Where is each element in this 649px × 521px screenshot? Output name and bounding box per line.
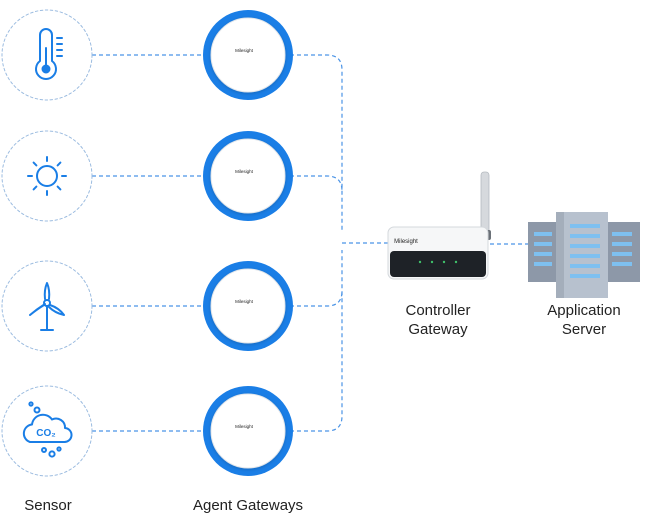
sensor-circle-sun — [1, 130, 93, 222]
agent-gateway-brand: Milesight — [235, 48, 254, 53]
agent-to-controller-line-1 — [290, 54, 343, 232]
agent-gateways-label: Agent Gateways — [192, 497, 304, 514]
application-server-label-line2: Server — [561, 321, 607, 338]
agent-to-controller-line-2 — [290, 175, 343, 192]
agent-gateways-column: Milesight Milesight Milesight Milesight — [203, 10, 293, 476]
co2-label: CO₂ — [36, 428, 55, 439]
sensor-circle-co2 — [1, 385, 93, 477]
controller-gateway-label-line2: Gateway — [408, 321, 468, 338]
sensor-column: CO₂ — [1, 9, 93, 477]
agent-gateway-3: Milesight — [203, 261, 293, 351]
sensor-circle-thermometer — [1, 9, 93, 101]
co2-cloud-icon — [22, 401, 73, 458]
agent-gateway-2: Milesight — [203, 131, 293, 221]
antenna-icon — [480, 171, 490, 235]
controller-gateway-brand: Milesight — [394, 239, 418, 245]
agent-gateway-brand: Milesight — [235, 299, 254, 304]
connection-lines — [92, 54, 528, 432]
application-server-label: Application Server — [522, 301, 646, 339]
agent-to-controller-line-4 — [290, 250, 343, 432]
sensor-circle-turbine — [1, 260, 93, 352]
application-server-label-line1: Application — [547, 302, 621, 319]
wind-turbine-icon — [29, 282, 65, 331]
agent-gateway-1: Milesight — [203, 10, 293, 100]
application-server-icon — [528, 212, 640, 298]
sensor-label: Sensor — [24, 497, 72, 514]
controller-gateway-label: Controller Gateway — [378, 301, 498, 339]
agent-to-controller-line-3 — [290, 290, 343, 307]
controller-gateway-device: Milesight — [387, 171, 491, 280]
agent-gateway-brand: Milesight — [235, 424, 254, 429]
agent-gateway-brand: Milesight — [235, 169, 254, 174]
controller-gateway-label-line1: Controller — [405, 302, 471, 319]
agent-gateway-4: Milesight — [203, 386, 293, 476]
thermometer-icon — [35, 28, 63, 80]
sun-icon — [27, 156, 67, 196]
